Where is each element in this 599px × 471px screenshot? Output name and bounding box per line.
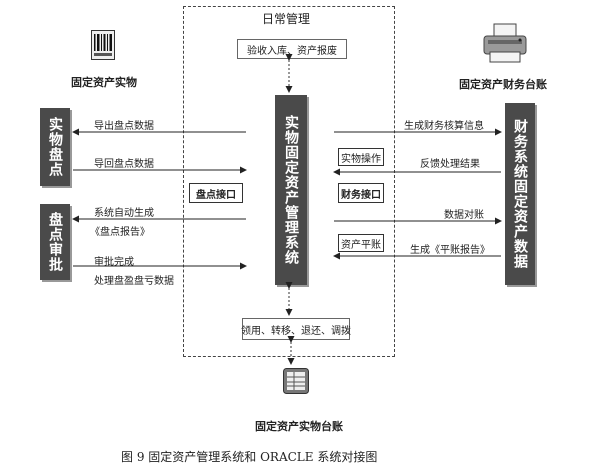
use-transfer-box: 领用、转移、退还、调拨 xyxy=(241,318,351,340)
label-reconcile-report: 生成《平账报告》 xyxy=(410,245,490,256)
figure-caption: 图 9 固定资产管理系统和 ORACLE 系统对接图 xyxy=(121,450,378,464)
physical-inventory-text: 实物盘点 xyxy=(47,117,63,177)
inventory-approval-text: 盘点审批 xyxy=(47,212,63,272)
label-finance-info: 生成财务核算信息 xyxy=(404,121,484,132)
label-auto-generate: 系统自动生成 xyxy=(94,208,154,219)
barcode-icon xyxy=(91,30,115,60)
asset-reconcile-box: 资产平账 xyxy=(338,234,384,252)
finance-system-data-block: 财务系统固定资产数据 xyxy=(505,103,535,285)
finance-system-data-text: 财务系统固定资产数据 xyxy=(512,119,528,269)
center-asset-system: 实物固定资产管理系统 xyxy=(275,95,307,285)
label-feedback-result: 反馈处理结果 xyxy=(420,159,480,170)
daily-management-title: 日常管理 xyxy=(262,12,311,26)
fixed-asset-physical-ledger-label: 固定资产实物台账 xyxy=(255,420,343,433)
inventory-approval-block: 盘点审批 xyxy=(40,204,70,280)
physical-inventory-block: 实物盘点 xyxy=(40,108,70,186)
label-approval-done: 审批完成 xyxy=(94,257,134,268)
label-import-inventory: 导回盘点数据 xyxy=(94,159,154,170)
inventory-interface-box: 盘点接口 xyxy=(189,183,243,203)
label-data-reconcile: 数据对账 xyxy=(444,210,484,221)
ledger-icon xyxy=(283,368,309,394)
label-process-surplus-loss: 处理盘盈盘亏数据 xyxy=(94,276,174,287)
fixed-asset-physical-label: 固定资产实物 xyxy=(71,76,137,89)
printer-icon xyxy=(480,22,530,64)
fixed-asset-finance-ledger-label: 固定资产财务台账 xyxy=(459,78,547,91)
label-export-inventory: 导出盘点数据 xyxy=(94,121,154,132)
physical-operation-box: 实物操作 xyxy=(338,148,384,166)
label-inventory-report: 《盘点报告》 xyxy=(90,227,150,238)
finance-interface-box: 财务接口 xyxy=(338,183,384,203)
